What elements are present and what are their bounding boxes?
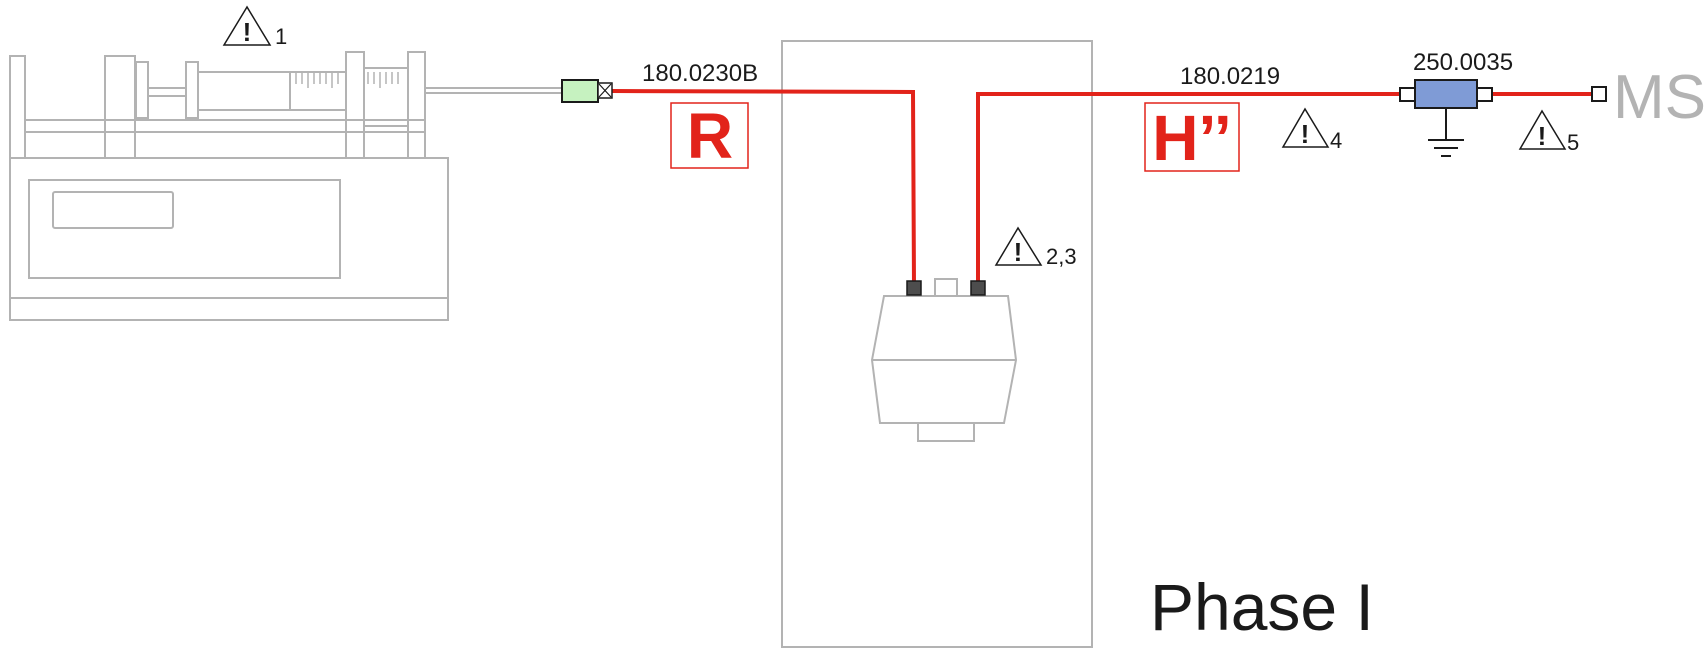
warning-2-3: ! 2,3: [994, 226, 1077, 269]
warning-1-number: 1: [275, 24, 287, 49]
warning-5-number: 5: [1567, 130, 1579, 155]
badge-h-box: [1144, 102, 1240, 172]
warning-2-3-number: 2,3: [1046, 244, 1077, 269]
warning-icon: [1281, 107, 1330, 148]
valve-housing: [781, 40, 1093, 648]
warning-5: ! 5: [1518, 109, 1579, 155]
warning-1: ! 1: [222, 5, 287, 49]
part-label-filter: 250.0035: [1413, 49, 1513, 76]
inline-filter: [1399, 79, 1493, 109]
tubing-r: [611, 89, 916, 288]
badge-h: H’’: [1152, 102, 1231, 174]
valve-port-in: [906, 280, 922, 296]
warning-icon: [994, 226, 1043, 266]
warning-4: ! 4: [1281, 107, 1342, 153]
badge-r: R: [687, 100, 733, 172]
warning-4-number: 4: [1330, 128, 1342, 153]
phase-label: Phase I: [1150, 570, 1374, 644]
inlet-connector: [561, 79, 613, 103]
svg-text:!: !: [243, 17, 252, 47]
tubing-h: [976, 92, 1402, 287]
ms-port: [1591, 86, 1607, 102]
svg-text:!: !: [1538, 121, 1547, 151]
badge-r-box: [670, 102, 749, 169]
svg-text:!: !: [1014, 237, 1023, 267]
valve-port-out: [970, 280, 986, 296]
ground-icon: [1428, 108, 1464, 157]
syringe-pump-icon: [9, 51, 562, 321]
valve-icon: [870, 278, 1018, 442]
part-label-h: 180.0219: [1180, 63, 1280, 90]
ms-label: MS: [1613, 63, 1706, 132]
warning-icon: [1518, 109, 1567, 150]
warning-icon: [222, 5, 272, 46]
part-label-r: 180.0230B: [642, 60, 758, 87]
svg-text:!: !: [1301, 119, 1310, 149]
